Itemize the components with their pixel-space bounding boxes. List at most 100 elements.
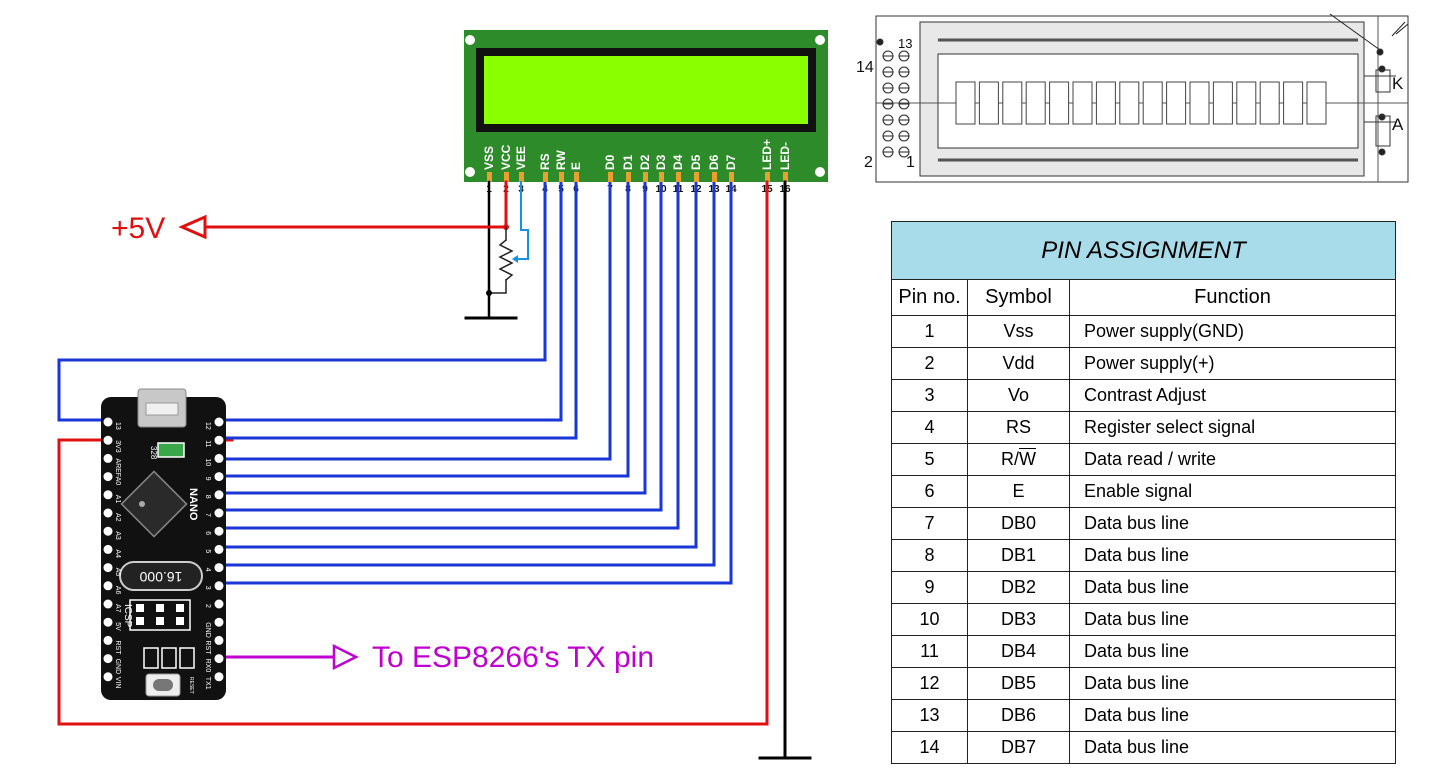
e-wire xyxy=(222,182,578,440)
outline-char-cell xyxy=(1049,81,1070,125)
symbol-cell: DB3 xyxy=(967,603,1070,636)
lcd-mount-hole xyxy=(465,35,475,45)
outline-char-cell xyxy=(1025,81,1046,125)
nano-left-pin-label: A3 xyxy=(114,531,121,540)
nano-left-pin-label: A2 xyxy=(114,513,121,522)
d2-wire xyxy=(222,182,647,495)
function-cell: Power supply(+) xyxy=(1069,347,1396,380)
lcd-pin-label: D7 xyxy=(724,154,738,170)
function-cell: Data bus line xyxy=(1069,507,1396,540)
symbol-cell: R/W xyxy=(967,443,1070,476)
power-wiring xyxy=(57,180,812,760)
symbol-cell: DB1 xyxy=(967,539,1070,572)
nano-chip-label: 328 xyxy=(149,446,158,460)
function-cell: Contrast Adjust xyxy=(1069,379,1396,412)
lcd-outline-drawing xyxy=(875,13,1409,183)
vcc-wire xyxy=(198,180,508,229)
lcd-pin-pad xyxy=(643,172,648,182)
function-cell: Data bus line xyxy=(1069,635,1396,668)
nano-left-pin-label: A7 xyxy=(114,604,121,613)
outline-char-cell xyxy=(1166,81,1187,125)
symbol-cell: DB2 xyxy=(967,571,1070,604)
outline-char-cell xyxy=(1236,81,1257,125)
nano-right-pin-label: 11 xyxy=(204,440,211,447)
d1-wire xyxy=(222,182,630,478)
nano-left-pin-label: 3V3 xyxy=(114,440,121,453)
nano-pin-pad xyxy=(103,654,113,664)
lcd-pin-label: VEE xyxy=(514,146,528,170)
pot-resistor xyxy=(498,238,514,282)
pin-no-cell: 13 xyxy=(891,699,968,732)
table-title: PIN ASSIGNMENT xyxy=(891,221,1396,280)
symbol-cell: Vdd xyxy=(967,347,1070,380)
nano-pin-pad xyxy=(214,581,224,591)
function-cell: Register select signal xyxy=(1069,411,1396,444)
symbol-cell: Vss xyxy=(967,315,1070,348)
pin-no-cell: 8 xyxy=(891,539,968,572)
outline-label-a: A xyxy=(1392,115,1404,134)
lcd-pin-label: LED+ xyxy=(760,139,774,170)
symbol-cell: DB0 xyxy=(967,507,1070,540)
nano-pin-pad xyxy=(103,672,113,682)
nano-pin-pad xyxy=(103,453,113,463)
outline-label-2: 2 xyxy=(864,154,873,171)
reset-label: RESET xyxy=(188,677,194,694)
nano-name: NANO xyxy=(187,488,199,521)
lcd-pin-label: D1 xyxy=(621,154,635,170)
d4-wire xyxy=(222,182,680,530)
nano-pin-pad xyxy=(214,526,224,536)
outline-char-cells xyxy=(955,81,1327,125)
lcd-pin-label: RS xyxy=(538,153,552,170)
icsp-label: ICSP xyxy=(122,604,133,628)
lcd-pin-pad xyxy=(765,172,770,182)
lcd-pin-label: VSS xyxy=(482,146,496,170)
nano-left-pin-label: 5V xyxy=(114,622,121,631)
outline-char-cell xyxy=(1212,81,1233,125)
lcd-pin-label: D5 xyxy=(689,154,703,170)
mcu-chip xyxy=(120,470,188,538)
usb-port-inner xyxy=(145,402,179,416)
rw-wire xyxy=(222,182,563,422)
nano-right-pin-label: 10 xyxy=(204,458,211,466)
pot-wiper-arrow xyxy=(512,255,518,263)
pin-no-cell: 3 xyxy=(891,379,968,412)
symbol-cell: Vo xyxy=(967,379,1070,412)
nano-pin-pad xyxy=(214,544,224,554)
crystal xyxy=(119,561,203,591)
pin-no-cell: 6 xyxy=(891,475,968,508)
function-cell: Power supply(GND) xyxy=(1069,315,1396,348)
header-symbol: Symbol xyxy=(967,279,1070,316)
nano-left-pin-label: A4 xyxy=(114,549,121,558)
vee-wire xyxy=(514,181,529,260)
outline-char-cell xyxy=(1072,81,1093,125)
esp-tx-arrow xyxy=(332,643,359,671)
bottom-leds xyxy=(143,647,195,669)
pin-no-cell: 9 xyxy=(891,571,968,604)
function-cell: Data bus line xyxy=(1069,731,1396,764)
nano-board xyxy=(101,397,226,700)
nano-pin-pad xyxy=(103,599,113,609)
nano-right-pin-label: 3 xyxy=(204,586,211,590)
nano-pin-pad xyxy=(214,563,224,573)
nano-right-pin-label: 5 xyxy=(204,549,211,553)
nano-left-pin-label: VIN xyxy=(114,677,121,689)
pot-bottom-lead xyxy=(488,279,507,294)
pot-ground-junction xyxy=(486,290,492,296)
lcd-pin-pad xyxy=(659,172,664,182)
outline-char-cell xyxy=(1189,81,1210,125)
lcd-mount-hole xyxy=(815,167,825,177)
symbol-cell: DB4 xyxy=(967,635,1070,668)
lcd-pin-label: D3 xyxy=(654,154,668,170)
outline-label-k: K xyxy=(1392,74,1404,93)
nano-left-pin-label: 13 xyxy=(114,422,121,430)
lcd-pin-pad xyxy=(676,172,681,182)
